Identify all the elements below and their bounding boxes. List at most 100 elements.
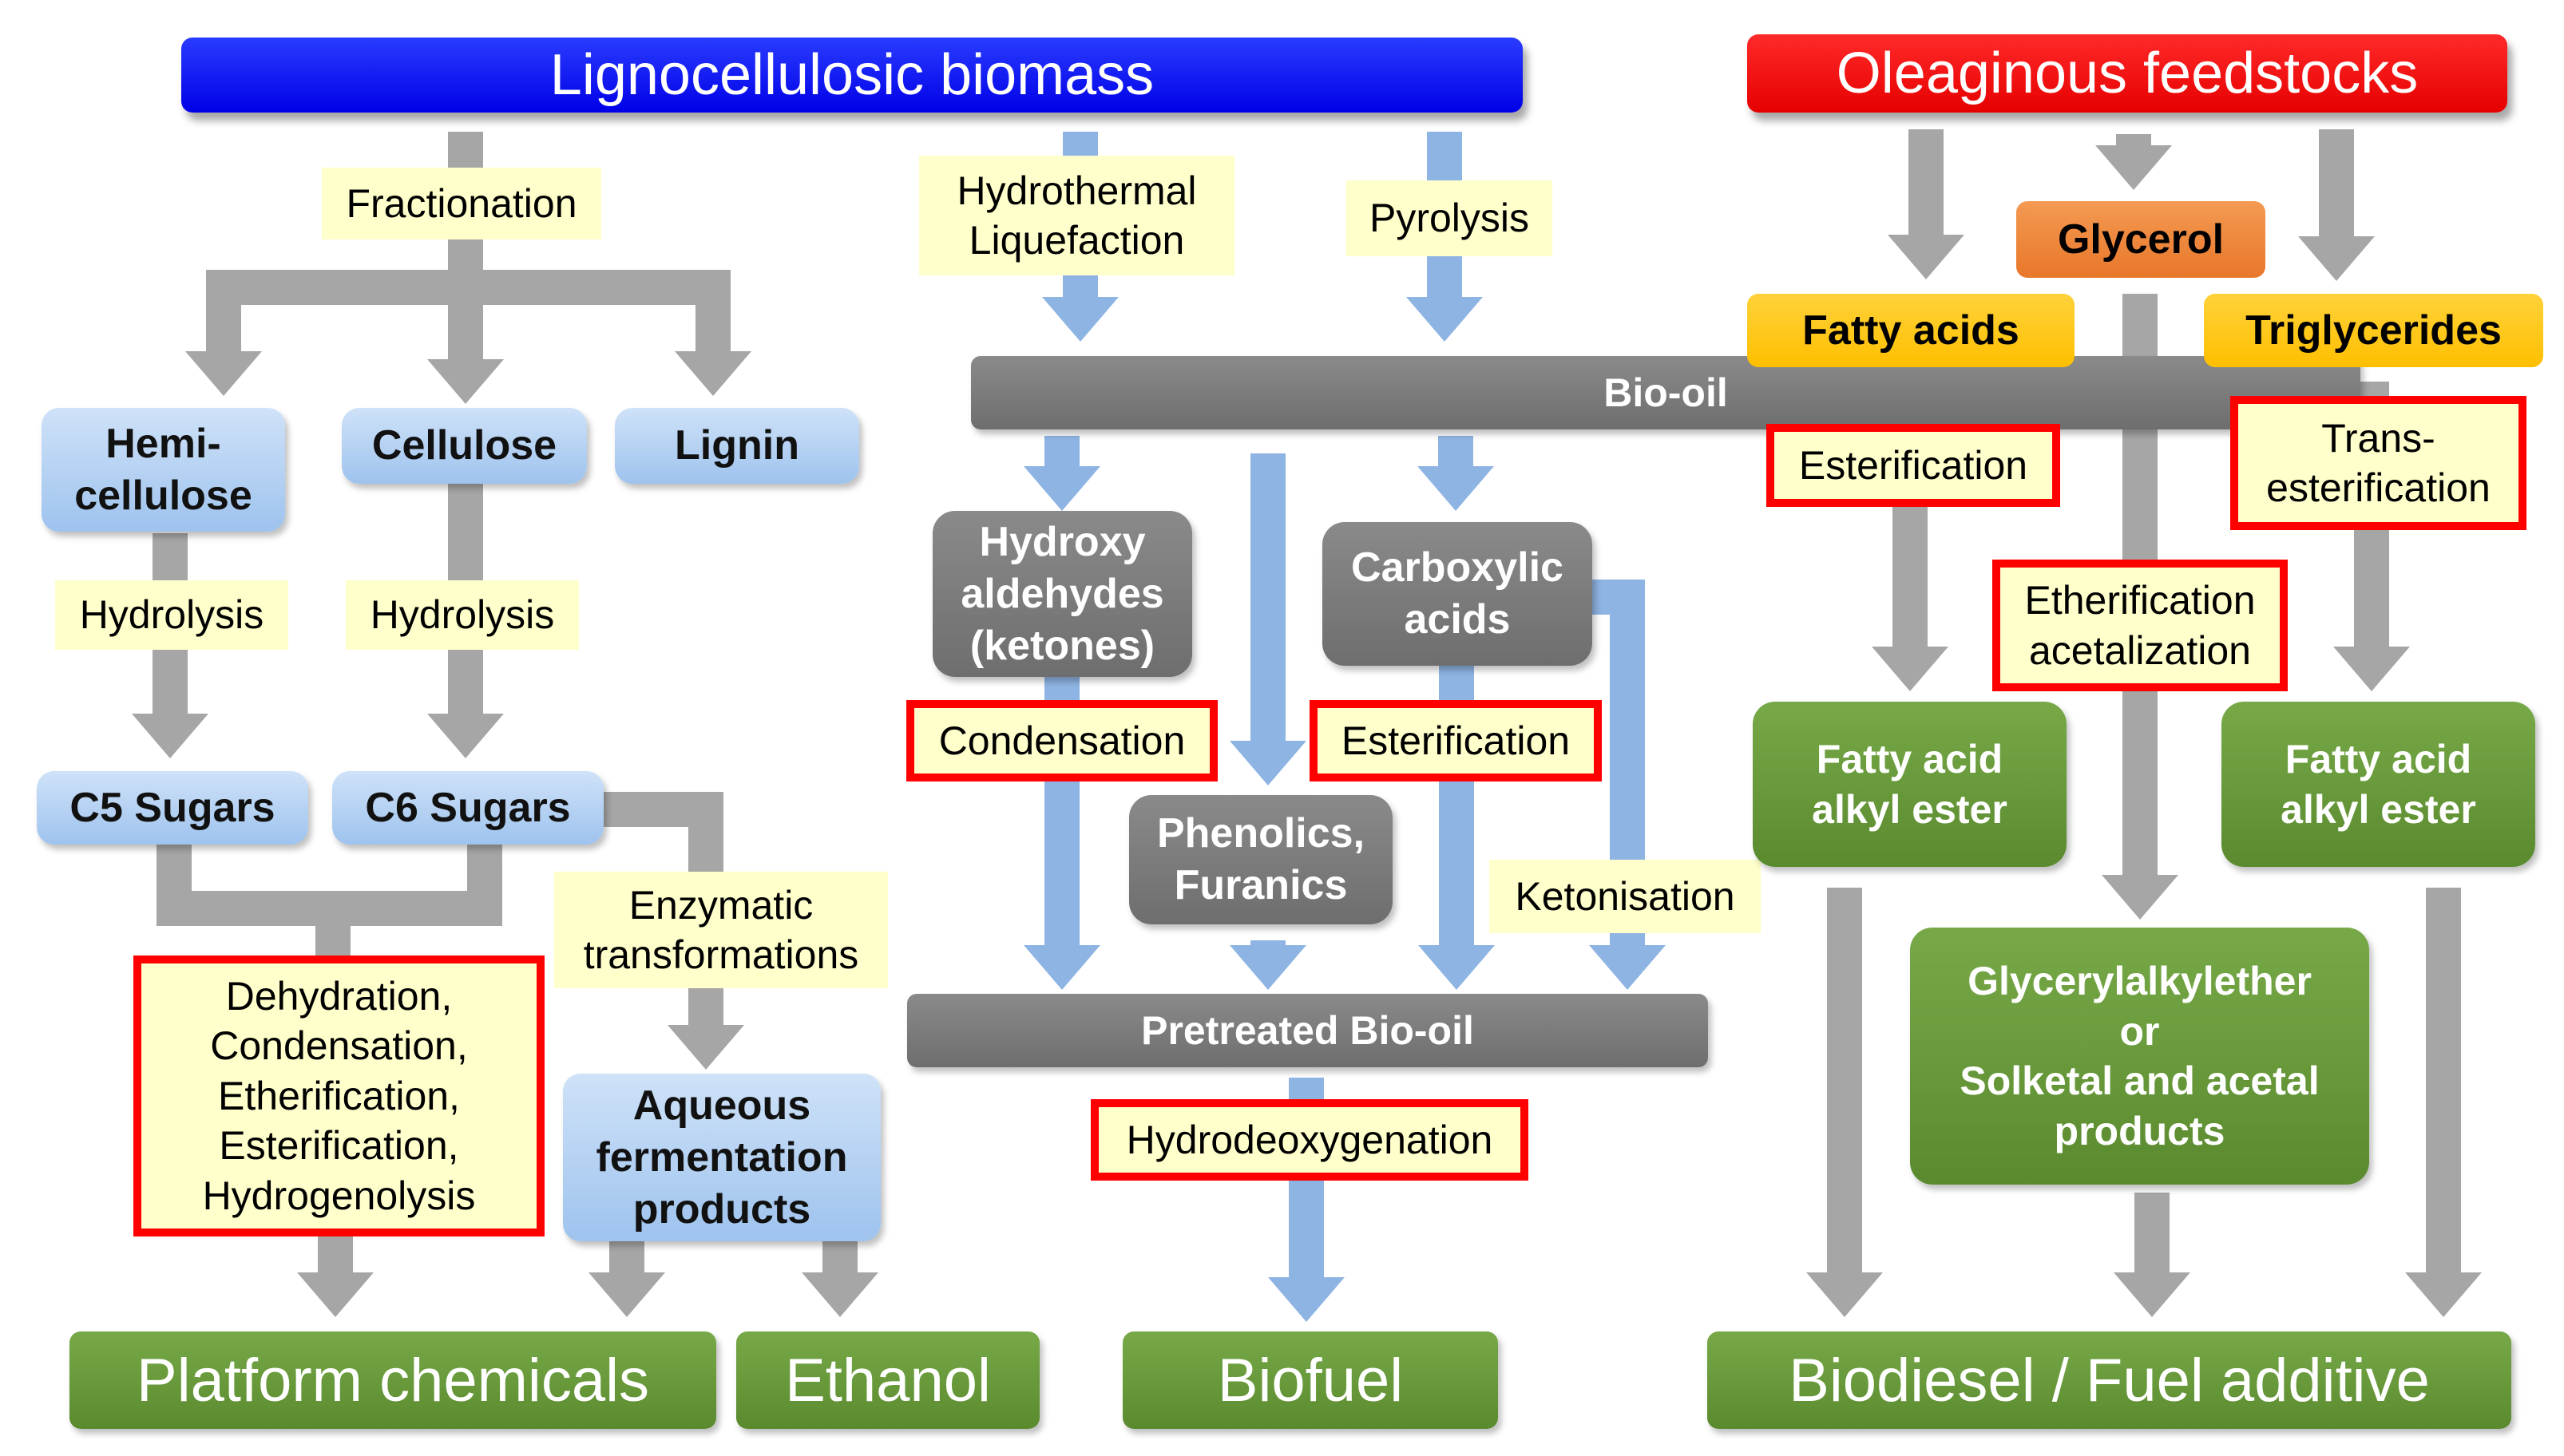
arrow-to-carboxylic-shaft: [1438, 436, 1473, 466]
biofuel-output: Biofuel: [1123, 1331, 1498, 1429]
arrow-to-hemicellulose-head: [185, 351, 262, 396]
arrow-to-c6-shaft: [448, 647, 483, 714]
arrow-ketonisation-head: [1589, 945, 1666, 990]
stem-top-fractionation: [448, 132, 483, 170]
hydrodeoxygenation-label: Hydrodeoxygenation: [1091, 1099, 1528, 1181]
carboxylic-to-esterification: [1439, 666, 1474, 702]
arrow-to-faae-right-shaft: [2354, 527, 2389, 647]
etherification-acetalization-label: Etherification acetalization: [1992, 560, 2288, 691]
arrow-to-aqueous-shaft: [688, 987, 723, 1025]
arrow-to-triglycerides-shaft: [2319, 129, 2354, 236]
merge-to-dehydration: [315, 891, 351, 958]
arrow-to-cellulose-shaft: [448, 270, 483, 359]
aqueous-fermentation-box: Aqueous fermentation products: [563, 1074, 881, 1241]
arrow-to-fatty-acids-head: [1888, 235, 1964, 279]
arrow-to-platform-from-aqueous-shaft: [609, 1241, 644, 1272]
arrow-to-bio-oil-pyrolysis-head: [1406, 297, 1483, 342]
arrow-to-lignin-head: [675, 351, 751, 396]
glycerylalkylether-box: Glycerylalkylether or Solketal and aceta…: [1910, 928, 2369, 1185]
arrow-faae-left-to-biodiesel-head: [1806, 1272, 1883, 1317]
arrow-condensation-to-pretreated-head: [1024, 945, 1100, 990]
stem-top-pyrolysis: [1427, 132, 1462, 183]
arrow-to-c5-shaft: [153, 647, 188, 714]
arrow-to-biofuel-head: [1268, 1277, 1345, 1322]
fatty-acid-alkyl-ester-left-box: Fatty acid alkyl ester: [1753, 702, 2067, 867]
lignocellulosic-header: Lignocellulosic biomass: [181, 38, 1523, 113]
fractionation-crossbar: [206, 270, 729, 305]
arrow-to-hydroxy-shaft: [1044, 436, 1080, 466]
hydrothermal-liquefaction-label: Hydrothermal Liquefaction: [919, 156, 1234, 275]
enzymatic-label: Enzymatic transformations: [554, 872, 888, 988]
pretreated-bio-oil-bar: Pretreated Bio-oil: [907, 994, 1708, 1067]
arrow-esterification-to-pretreated-head: [1418, 945, 1495, 990]
ethanol-output: Ethanol: [736, 1331, 1040, 1429]
arrow-to-bio-oil-hydrothermal-shaft: [1063, 273, 1098, 297]
arrow-to-fatty-acids-shaft: [1908, 129, 1944, 235]
arrow-condensation-to-pretreated-shaft: [1044, 779, 1080, 945]
arrow-to-lignin-shaft: [695, 270, 731, 351]
fractionation-label: Fractionation: [322, 168, 601, 239]
carboxylic-acids-box: Carboxylic acids: [1322, 522, 1592, 666]
dehydration-multi-label: Dehydration, Condensation, Etherificatio…: [133, 956, 545, 1236]
arrow-faae-right-to-biodiesel-shaft: [2426, 888, 2461, 1272]
arrow-to-bio-oil-hydrothermal-head: [1042, 297, 1119, 342]
arrow-to-biofuel-shaft: [1289, 1178, 1324, 1277]
lignin-box: Lignin: [615, 408, 859, 484]
hemicellulose-box: Hemi- cellulose: [42, 408, 285, 532]
stem-hemi-hydrolysis: [153, 533, 188, 583]
arrow-to-phenolics-head: [1230, 741, 1306, 785]
arrow-to-triglycerides-head: [2298, 236, 2375, 281]
arrow-to-carboxylic-head: [1417, 466, 1494, 511]
c5-down: [157, 843, 192, 924]
carboxylic-elbow-horizontal: [1589, 580, 1645, 615]
arrow-to-faae-left-shaft: [1892, 504, 1928, 647]
esterification-fa-label: Esterification: [1766, 424, 2060, 507]
biodiesel-output: Biodiesel / Fuel additive: [1707, 1331, 2511, 1429]
triglycerides-box: Triglycerides: [2204, 294, 2543, 367]
arrow-faae-right-to-biodiesel-head: [2405, 1272, 2482, 1317]
arrow-to-glycerol-shaft: [2116, 134, 2151, 145]
bio-oil-bar: Bio-oil: [971, 356, 2360, 429]
hydrolysis-cellulose-label: Hydrolysis: [346, 580, 579, 650]
arrow-glyceryl-to-biodiesel-head: [2114, 1272, 2190, 1317]
arrow-to-platform-from-aqueous-head: [588, 1272, 665, 1317]
arrow-to-platform-from-dehydration-shaft: [318, 1236, 353, 1272]
arrow-to-faae-left-head: [1872, 647, 1948, 691]
c5-sugars-box: C5 Sugars: [37, 771, 308, 845]
arrow-to-platform-from-dehydration-head: [297, 1272, 374, 1317]
arrow-esterification-to-pretreated-shaft: [1439, 779, 1474, 945]
hydroxy-to-condensation: [1044, 677, 1080, 702]
pretreated-to-hdo: [1289, 1078, 1324, 1102]
phenolics-furanics-box: Phenolics, Furanics: [1129, 795, 1393, 924]
condensation-label: Condensation: [906, 700, 1218, 781]
arrow-to-c6-head: [427, 714, 504, 758]
arrow-to-glyceryl-shaft: [2122, 691, 2158, 875]
platform-chemicals-output: Platform chemicals: [69, 1331, 716, 1429]
arrow-to-bio-oil-pyrolysis-shaft: [1427, 254, 1462, 297]
stem-cellulose-hydrolysis: [448, 484, 483, 583]
stem-top-hydrothermal: [1063, 132, 1098, 159]
arrow-to-ethanol-head: [802, 1272, 878, 1317]
arrow-to-c5-head: [132, 714, 208, 758]
pyrolysis-label: Pyrolysis: [1346, 180, 1552, 256]
arrow-phenolics-to-pretreated-shaft: [1250, 940, 1286, 945]
c6-to-enzymatic-horizontal: [602, 792, 723, 827]
arrow-to-phenolics-shaft: [1250, 453, 1286, 741]
stem-under-fractionation: [448, 238, 483, 286]
esterification-bio-label: Esterification: [1310, 700, 1602, 781]
arrow-to-glycerol-head: [2095, 145, 2172, 190]
arrow-to-hemicellulose-shaft: [206, 270, 241, 351]
arrow-to-ethanol-shaft: [822, 1241, 858, 1272]
arrow-to-aqueous-head: [668, 1025, 744, 1070]
arrow-to-cellulose-head: [427, 359, 504, 404]
arrow-to-glyceryl-head: [2102, 875, 2178, 920]
hydrolysis-hemi-label: Hydrolysis: [55, 580, 288, 650]
arrow-glyceryl-to-biodiesel-shaft: [2134, 1193, 2170, 1272]
fatty-acid-alkyl-ester-right-box: Fatty acid alkyl ester: [2221, 702, 2535, 867]
transesterification-label: Trans- esterification: [2230, 396, 2526, 530]
glycerol-box: Glycerol: [2016, 201, 2265, 278]
oleaginous-header: Oleaginous feedstocks: [1747, 34, 2507, 113]
c6-sugars-box: C6 Sugars: [332, 771, 604, 845]
arrow-phenolics-to-pretreated-head: [1230, 945, 1306, 990]
fatty-acids-box: Fatty acids: [1747, 294, 2075, 367]
